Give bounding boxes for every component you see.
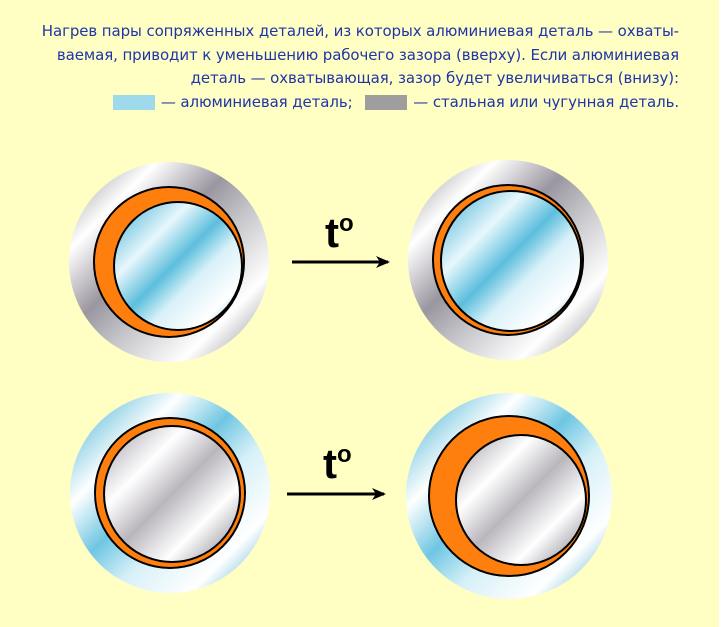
caption-line-3: деталь — охватывающая, зазор будет увели… [190,69,680,87]
legend-steel: — стальная или чугунная деталь. [357,91,679,115]
steel-shaft [103,425,241,563]
steel-swatch [365,94,408,110]
arrow-top-label: to [325,209,354,256]
caption: Нагрев пары сопряженных деталей, из кото… [19,20,679,117]
bottom-right-assembly [406,393,612,599]
legend: — алюминиевая деталь; — стальная или чуг… [19,91,679,118]
top-left-assembly [69,162,269,362]
steel-shaft [455,434,587,566]
legend-aluminium: — алюминиевая деталь; [112,91,353,115]
aluminium-swatch [112,94,155,110]
arrow-bottom-label: to [323,440,352,487]
caption-line-2: ваемая, приводит к уменьшению рабочего з… [56,45,679,64]
aluminium-shaft [113,201,243,331]
bottom-left-assembly [70,393,270,593]
top-right-assembly [408,160,608,360]
bottom-heating-arrow: to [287,440,386,500]
legend-aluminium-label: — алюминиевая деталь; [160,92,353,111]
legend-steel-label: — стальная или чугунная деталь. [413,92,679,111]
top-heating-arrow: to [292,209,390,268]
caption-line-1: Нагрев пары сопряженных деталей, из кото… [41,22,679,40]
aluminium-shaft [440,190,582,332]
